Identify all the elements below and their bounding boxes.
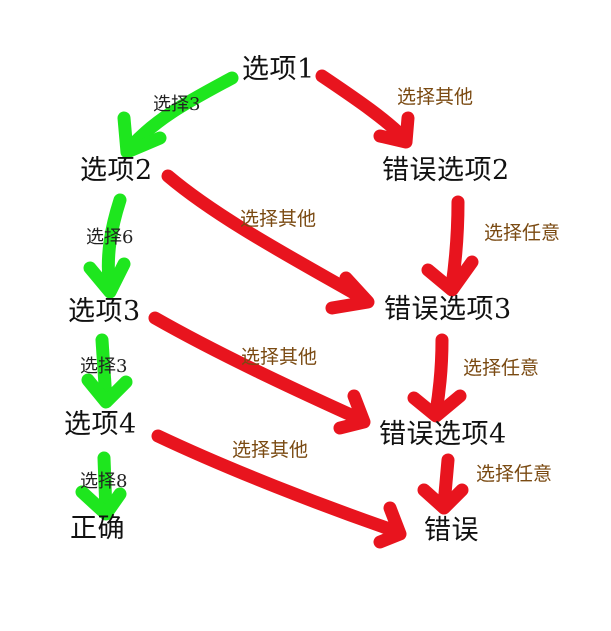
- arrow-opt3-to-opt4: [95, 333, 113, 407]
- red-arrows: [148, 69, 479, 549]
- arrow-wrong3-to-wrong4-head: [407, 389, 467, 423]
- node-option-4: 选项4: [64, 409, 137, 440]
- label-choose-other-2: 选择其他: [240, 208, 317, 230]
- label-choose-3-first: 选择3: [153, 94, 201, 115]
- arrow-wrong3-to-wrong4: [429, 333, 449, 419]
- arrow-opt4-to-correct-head: [75, 485, 127, 521]
- arrow-wrong4-to-wrong-head: [417, 483, 469, 515]
- arrow-opt1-to-wrong2: [315, 69, 413, 147]
- node-wrong-option-2: 错误选项2: [382, 155, 510, 186]
- node-wrong-option-3: 错误选项3: [384, 294, 512, 325]
- node-option-2: 选项2: [80, 155, 153, 186]
- arrow-opt4-to-wrong-head: [373, 501, 407, 549]
- label-choose-any-2: 选择任意: [463, 357, 540, 379]
- arrow-opt1-to-opt2: [121, 71, 239, 157]
- node-correct: 正确: [70, 513, 125, 544]
- arrow-opt2-to-opt3: [101, 193, 127, 297]
- label-choose-other-3: 选择其他: [241, 346, 318, 368]
- label-choose-3-second: 选择3: [80, 356, 128, 377]
- label-choose-8: 选择8: [80, 471, 128, 492]
- arrow-opt2-to-opt3-head: [83, 257, 131, 299]
- arrow-opt4-to-correct: [97, 451, 113, 519]
- node-wrong-option-4: 错误选项4: [379, 419, 507, 450]
- label-choose-any-3: 选择任意: [476, 463, 553, 485]
- arrow-wrong2-to-wrong3-head: [421, 255, 479, 297]
- arrow-opt1-to-opt2-head: [117, 111, 167, 159]
- arrow-opt3-to-wrong4-head: [333, 389, 371, 435]
- arrow-opt2-to-wrong3: [161, 169, 373, 307]
- node-option-3: 选项3: [68, 296, 141, 327]
- node-wrong: 错误: [424, 515, 479, 546]
- green-arrows: [75, 71, 239, 521]
- arrow-opt2-to-wrong3-head: [325, 271, 375, 315]
- label-choose-other-4: 选择其他: [232, 439, 309, 461]
- arrow-opt1-to-wrong2-head: [373, 111, 415, 149]
- arrow-opt4-to-wrong: [151, 429, 405, 539]
- label-choose-any-1: 选择任意: [484, 222, 561, 244]
- arrow-opt3-to-wrong4: [148, 311, 369, 427]
- arrow-opt3-to-opt4-head: [81, 373, 133, 409]
- arrow-wrong4-to-wrong: [437, 453, 455, 512]
- label-choose-6: 选择6: [86, 227, 134, 248]
- label-choose-other-1: 选择其他: [397, 86, 474, 108]
- node-option-1: 选项1: [242, 54, 315, 85]
